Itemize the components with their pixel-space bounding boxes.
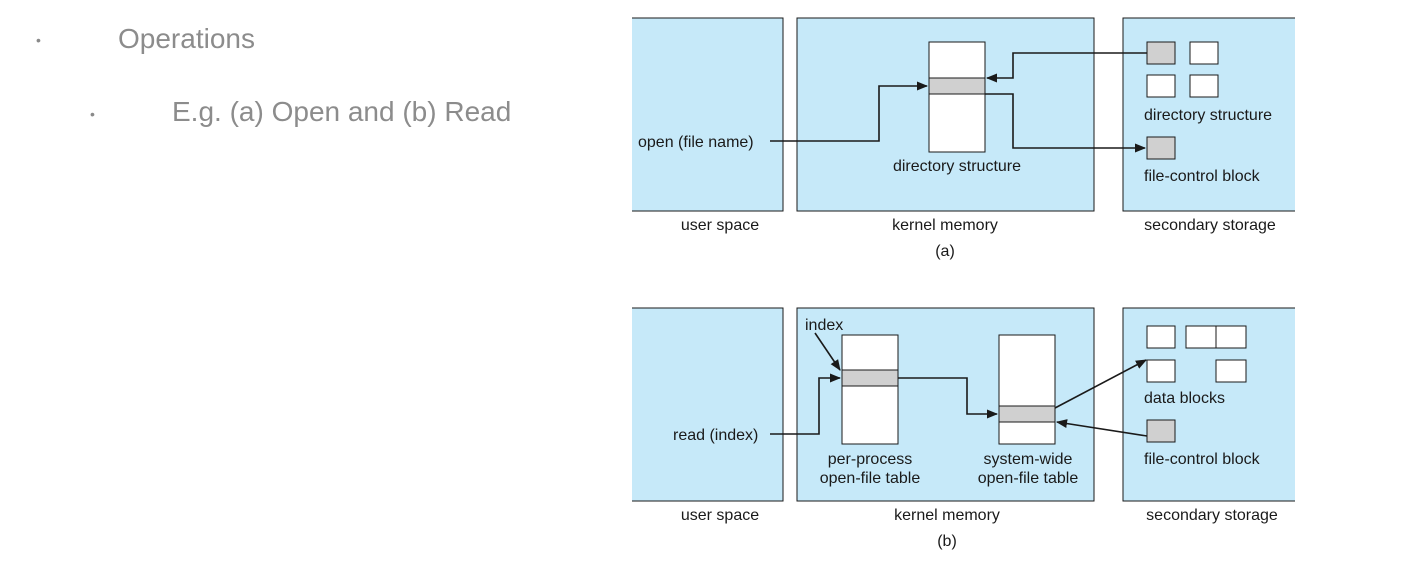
data-block — [1185, 325, 1217, 349]
user-space-label-b: user space — [681, 507, 759, 524]
read-call-label: read (index) — [673, 427, 758, 444]
kernel-directory-table — [928, 41, 986, 153]
data-block — [1215, 359, 1247, 383]
directory-load-arrow — [985, 52, 1147, 83]
storage-dir-block-shaded — [1146, 41, 1176, 65]
open-call-arrow — [770, 81, 929, 142]
system-to-data-arrow — [1054, 359, 1147, 409]
system-wide-label-line-2: open-file table — [978, 470, 1079, 487]
bullet-marker-1: • — [36, 32, 41, 48]
data-block — [1146, 325, 1176, 349]
diagram-b: index read (index) per-process open-file… — [632, 307, 1295, 550]
file-control-block-b — [1146, 419, 1176, 443]
storage-fcb-label: file-control block — [1144, 168, 1261, 185]
kernel-memory-label-a: kernel memory — [892, 217, 998, 234]
read-call-arrow — [770, 373, 842, 435]
system-wide-entry — [998, 405, 1056, 423]
secondary-storage-label-b: secondary storage — [1146, 507, 1278, 524]
storage-directory-label: directory structure — [1144, 107, 1272, 124]
user-space-region-a — [632, 17, 784, 212]
bullet-text-operations: Operations — [118, 23, 255, 54]
storage-dir-block — [1189, 41, 1219, 65]
fcb-lookup-arrow — [985, 93, 1147, 153]
bullet-text-example: E.g. (a) Open and (b) Read — [172, 96, 512, 127]
per-process-entry — [841, 369, 899, 387]
diagram-a: open (file name) directory structure dir… — [632, 17, 1295, 260]
kernel-directory-entry — [928, 77, 986, 95]
user-space-region-b — [632, 307, 784, 502]
kernel-directory-label: directory structure — [893, 158, 1021, 175]
index-label: index — [805, 317, 843, 334]
secondary-storage-label-a: secondary storage — [1144, 217, 1276, 234]
system-wide-table — [998, 334, 1056, 445]
user-space-label-a: user space — [681, 217, 759, 234]
per-process-to-system-arrow — [898, 377, 999, 419]
system-wide-label-line-1: system-wide — [984, 451, 1073, 468]
data-block — [1146, 359, 1176, 383]
per-process-label-line-2: open-file table — [820, 470, 921, 487]
file-control-block-a — [1146, 136, 1176, 160]
secondary-storage-region-b — [1122, 307, 1295, 502]
bullet-marker-2: • — [90, 106, 95, 122]
data-block — [1215, 325, 1247, 349]
storage-dir-block — [1189, 74, 1219, 98]
kernel-memory-label-b: kernel memory — [894, 507, 1000, 524]
storage-fcb-label-b: file-control block — [1144, 451, 1261, 468]
index-pointer-arrow — [814, 332, 841, 371]
caption-b: (b) — [937, 533, 957, 550]
caption-a: (a) — [935, 243, 955, 260]
data-blocks-label: data blocks — [1144, 390, 1225, 407]
secondary-storage-region-a — [1122, 17, 1295, 212]
open-call-label: open (file name) — [638, 134, 754, 151]
per-process-label-line-1: per-process — [828, 451, 912, 468]
per-process-table — [841, 334, 899, 445]
fcb-to-system-arrow — [1055, 419, 1148, 437]
storage-dir-block — [1146, 74, 1176, 98]
